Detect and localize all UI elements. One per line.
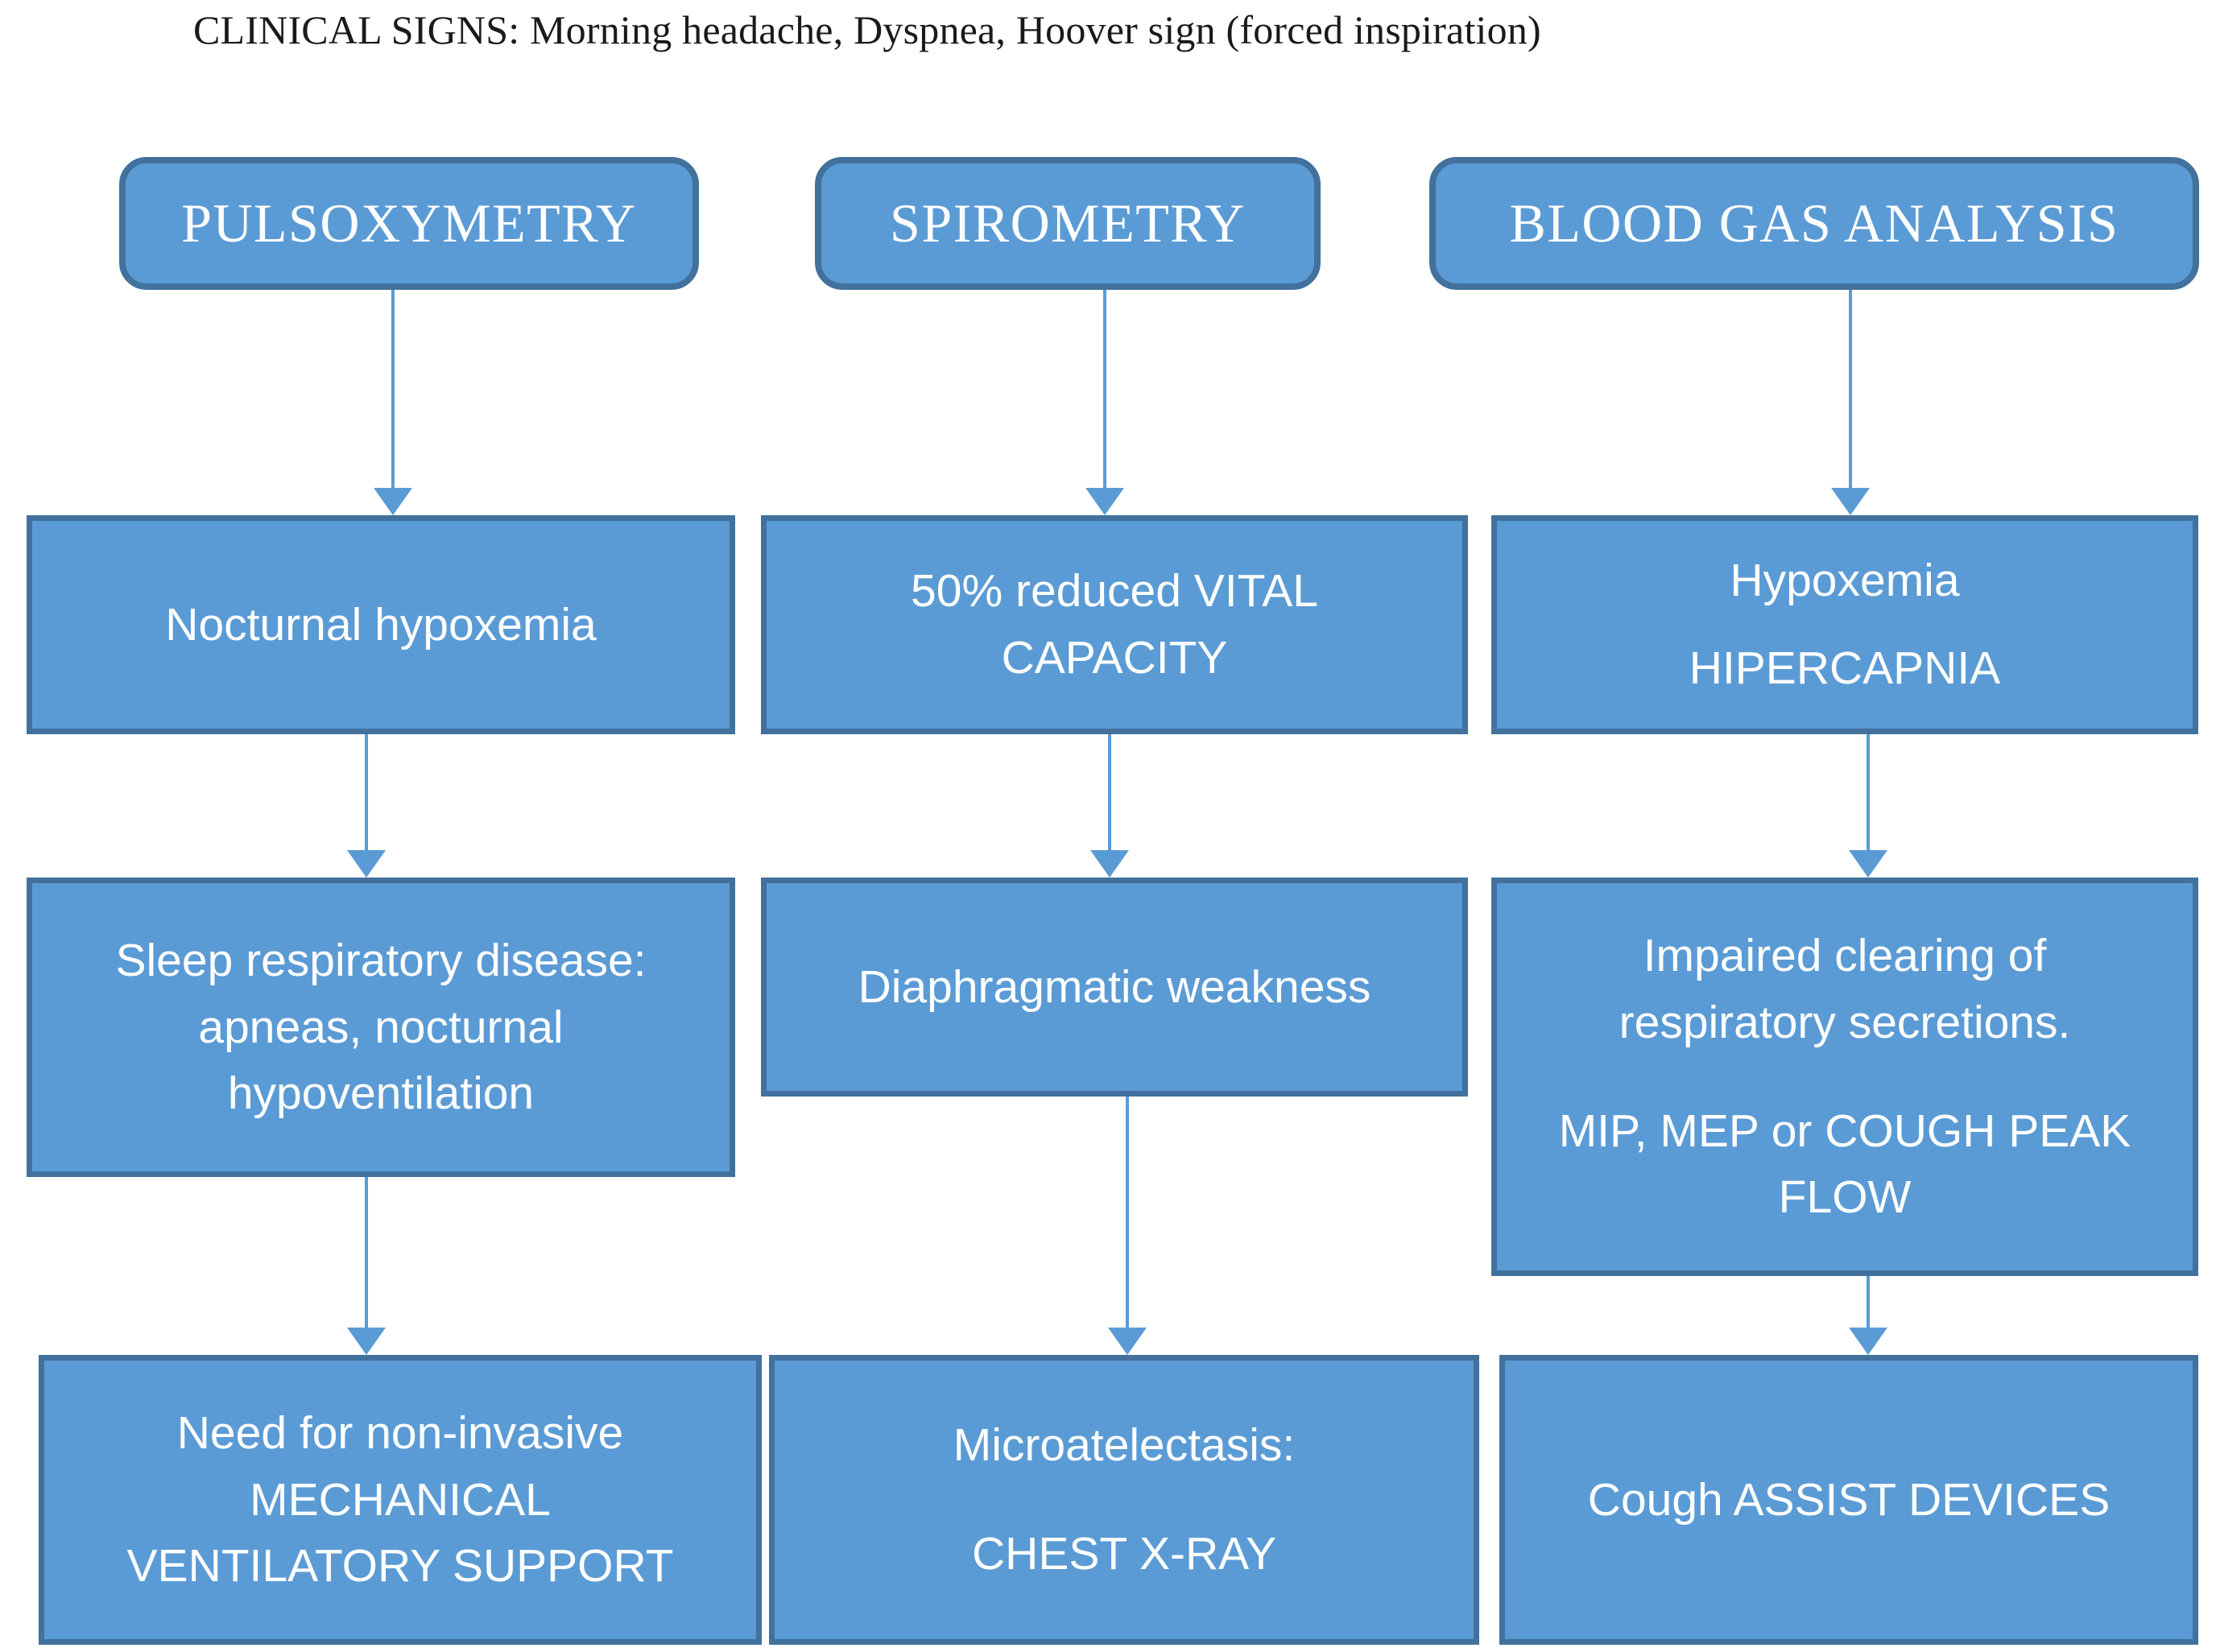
step-node-sleep-respiratory-disease[interactable]: Sleep respiratory disease: apneas, noctu… xyxy=(27,878,735,1177)
step-line: HIPERCAPNIA xyxy=(1689,642,2001,694)
arrow-shaft xyxy=(1103,290,1106,488)
arrow-shaft xyxy=(1867,734,1870,850)
arrow-shaft xyxy=(1849,290,1852,488)
step-line: Impaired clearing of xyxy=(1643,930,2047,982)
header-node-blood-gas-analysis[interactable]: BLOOD GAS ANALYSIS xyxy=(1429,157,2199,290)
header-node-spirometry[interactable]: SPIROMETRY xyxy=(815,157,1321,290)
header-label-spirometry: SPIROMETRY xyxy=(890,192,1246,254)
step-line: Cough ASSIST DEVICES xyxy=(1587,1473,2111,1526)
header-label-pulsoxymetry: PULSOXYMETRY xyxy=(181,192,637,254)
step-line: Sleep respiratory disease: xyxy=(115,935,647,987)
step-node-microatelectasis[interactable]: Microatelectasis: CHEST X-RAY xyxy=(769,1355,1479,1645)
step-node-reduced-vital-capacity[interactable]: 50% reduced VITAL CAPACITY xyxy=(761,515,1468,734)
header-node-pulsoxymetry[interactable]: PULSOXYMETRY xyxy=(119,157,699,290)
step-node-hypoxemia-hipercapnia[interactable]: Hypoxemia HIPERCAPNIA xyxy=(1491,515,2198,734)
arrow-shaft xyxy=(1867,1276,1870,1328)
step-line: Nocturnal hypoxemia xyxy=(165,598,597,650)
arrow-head xyxy=(1090,850,1129,878)
arrow-shaft xyxy=(365,734,368,850)
step-line: CHEST X-RAY xyxy=(972,1528,1276,1580)
step-line: Hypoxemia xyxy=(1730,555,1960,607)
step-line: FLOW xyxy=(1778,1171,1912,1224)
step-line: apneas, nocturnal xyxy=(198,1001,564,1053)
step-node-cough-assist-devices[interactable]: Cough ASSIST DEVICES xyxy=(1499,1355,2198,1645)
step-line: VENTILATORY SUPPORT xyxy=(126,1540,674,1592)
step-line: Need for non-invasive xyxy=(176,1407,624,1460)
arrow-shaft xyxy=(1126,1097,1129,1328)
arrow-head xyxy=(1085,488,1124,515)
step-line: Diaphragmatic weakness xyxy=(858,960,1371,1013)
arrow-head xyxy=(347,1328,386,1355)
arrow-shaft xyxy=(391,290,395,488)
arrow-head xyxy=(1831,488,1870,515)
step-line: MIP, MEP or COUGH PEAK xyxy=(1558,1105,2131,1157)
arrow-head xyxy=(1108,1328,1147,1355)
step-line: hypoventilation xyxy=(227,1068,535,1120)
page-title: CLINICAL SIGNS: Morning headache, Dyspne… xyxy=(193,7,1541,52)
arrow-shaft xyxy=(1108,734,1111,850)
step-line: Microatelectasis: xyxy=(953,1419,1296,1472)
step-node-impaired-clearing[interactable]: Impaired clearing of respiratory secreti… xyxy=(1491,878,2198,1276)
step-line: CAPACITY xyxy=(1001,632,1228,684)
arrow-head xyxy=(374,488,412,515)
arrow-head xyxy=(1849,1328,1887,1355)
step-line: MECHANICAL xyxy=(250,1473,551,1526)
arrow-head xyxy=(1849,850,1887,878)
step-node-non-invasive-ventilation[interactable]: Need for non-invasive MECHANICAL VENTILA… xyxy=(39,1355,762,1645)
arrow-shaft xyxy=(365,1177,368,1328)
header-label-blood-gas-analysis: BLOOD GAS ANALYSIS xyxy=(1509,192,2119,254)
step-node-diaphragmatic-weakness[interactable]: Diaphragmatic weakness xyxy=(761,878,1468,1097)
step-line: respiratory secretions. xyxy=(1619,996,2071,1048)
arrow-head xyxy=(347,850,386,878)
step-node-nocturnal-hypoxemia[interactable]: Nocturnal hypoxemia xyxy=(27,515,735,734)
step-line: 50% reduced VITAL xyxy=(911,565,1318,617)
